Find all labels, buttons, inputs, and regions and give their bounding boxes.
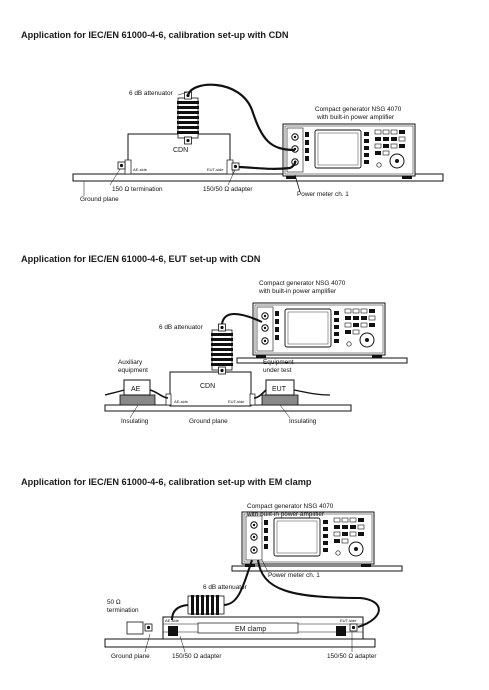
adapter-label-3-left: 150/50 Ω adapter (172, 653, 222, 660)
termination-box-3 (126, 621, 144, 635)
attenuator-label-3: 6 dB attenuator (203, 584, 248, 591)
eut-box-label-2: EUT (272, 386, 287, 393)
termination-label-1: 150 Ω termination (112, 186, 163, 193)
eut-box (265, 379, 295, 396)
section2-diagram: Compact generator NSG 4070 with built-in… (104, 280, 408, 425)
generator-label-1a: Compact generator NSG 4070 (315, 106, 402, 113)
ground-plane-1 (72, 173, 444, 182)
section1-title: Application for IEC/EN 61000-4-6, calibr… (21, 30, 289, 40)
cdn-box-2 (169, 371, 252, 407)
generator-platform-3 (231, 565, 403, 572)
section3-diagram: Compact generator NSG 4070 with built-in… (104, 503, 403, 660)
cdn-box-1 (127, 133, 231, 175)
aux-label-2b: equipment (118, 367, 148, 374)
ground-plane-label-3: Ground plane (111, 653, 150, 660)
eut-label-2b: under test (263, 367, 292, 374)
section1-diagram: 6 dB attenuator Compact generator NSG 40… (72, 83, 444, 203)
ground-plane-label-2: Ground plane (189, 418, 228, 425)
generator-label-3a: Compact generator NSG 4070 (247, 503, 334, 510)
ground-plane-label-1: Ground plane (80, 196, 119, 203)
em-clamp-label: EM clamp (235, 626, 266, 633)
generator-2 (252, 302, 386, 359)
eut-side-label-1: EUT-side (207, 167, 224, 172)
generator-platform-2 (236, 357, 408, 364)
ground-plane-3 (104, 638, 376, 648)
power-meter-label-3: Power meter ch. 1 (268, 572, 320, 579)
termination-connector-1 (117, 161, 126, 170)
eut-label-2a: Equipment (263, 359, 294, 366)
insulating-label-right: Insulating (289, 418, 317, 425)
generator-3 (241, 511, 375, 568)
ae-side-label-1: AE-side (133, 167, 148, 172)
ae-box (123, 379, 151, 396)
section3-title: Application for IEC/EN 61000-4-6, calibr… (21, 477, 312, 487)
aux-label-2a: Auxiliary (118, 359, 143, 366)
term-label-3b: termination (107, 607, 139, 614)
adapter-label-1: 150/50 Ω adapter (203, 186, 253, 193)
attenuator-label-1: 6 dB attenuator (129, 90, 174, 97)
cdn-label-1: CDN (173, 147, 188, 154)
ae-side-label-2: AE-side (174, 399, 189, 404)
section2-title: Application for IEC/EN 61000-4-6, EUT se… (21, 254, 261, 264)
eut-side-label-3: EUT-side (340, 618, 357, 623)
adapter-label-3-right: 150/50 Ω adapter (327, 653, 377, 660)
insulating-label-left: Insulating (121, 418, 149, 425)
term-label-3a: 50 Ω (107, 599, 121, 606)
generator-label-3b: with built-in power amplifier (246, 511, 325, 518)
generator-1 (282, 123, 416, 180)
attenuator-1 (176, 97, 200, 139)
eut-side-label-2: EUT-side (228, 399, 245, 404)
ae-side-label-3: AE-side (165, 618, 180, 623)
generator-label-2b: with built-in power amplifier (258, 288, 337, 295)
generator-label-1b: with built-in power amplifier (316, 114, 395, 121)
attenuator-2 (210, 329, 234, 371)
power-meter-label-1: Power meter ch. 1 (297, 191, 349, 198)
attenuator-label-2: 6 dB attenuator (159, 324, 204, 331)
insulating-block-right (261, 394, 299, 406)
ae-label-2: AE (131, 386, 141, 393)
adapter-connector-1 (231, 162, 240, 171)
generator-label-2a: Compact generator NSG 4070 (259, 280, 346, 287)
cdn-label-2: CDN (200, 383, 215, 390)
insulating-block-left (119, 394, 156, 406)
